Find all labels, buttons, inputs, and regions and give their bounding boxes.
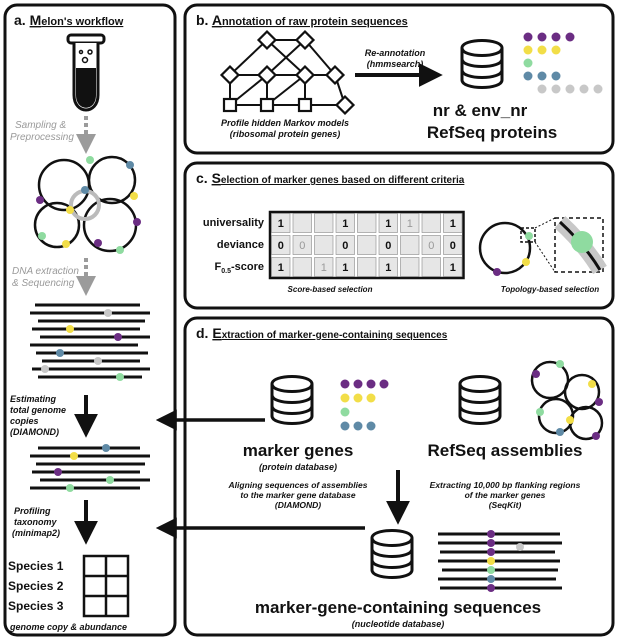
score-value: 0 <box>450 240 456 252</box>
row-universality: universality <box>203 217 265 229</box>
reads-stack-filtered <box>30 444 150 492</box>
score-value: 1 <box>407 218 413 230</box>
score-value: 1 <box>450 262 456 274</box>
panel-b-frame <box>183 3 615 155</box>
score-value: 1 <box>342 218 348 230</box>
score-cell <box>292 235 312 255</box>
panel-d: d. Extraction of marker-gene-containing … <box>183 316 615 637</box>
score-cell <box>335 257 355 277</box>
score-cell <box>271 257 291 277</box>
score-cell <box>335 235 355 255</box>
score-cell <box>421 257 441 277</box>
test-tube-icon <box>66 33 106 112</box>
abundance-table <box>82 554 130 618</box>
topology-icon <box>478 216 607 276</box>
panel-b: b. Annotation of raw protein sequences <box>183 3 615 155</box>
score-value: 0 <box>385 240 391 252</box>
score-cell <box>357 257 377 277</box>
output-label: marker-gene-containing sequences <box>255 598 541 617</box>
score-value: 0 <box>299 240 305 252</box>
sequencing-label: DNA extraction& Sequencing <box>12 266 79 289</box>
score-value: 1 <box>278 218 284 230</box>
topology-caption: Topology-based selection <box>501 285 599 294</box>
score-value: 0 <box>342 240 348 252</box>
marker-dots <box>340 379 389 431</box>
score-cell <box>314 257 334 277</box>
score-cell <box>314 213 334 233</box>
refseq-genomes <box>530 360 604 441</box>
db-label-nr: nr & env_nr <box>433 101 528 120</box>
score-cell <box>357 235 377 255</box>
score-value: 0 <box>428 240 434 252</box>
score-cell <box>314 235 334 255</box>
sampling-label: Sampling &Preprocessing <box>10 120 74 143</box>
score-cell <box>400 235 420 255</box>
abundance-caption: genome copy & abundance <box>9 622 127 632</box>
hmm-network-icon <box>219 29 356 116</box>
score-value: 1 <box>321 262 327 274</box>
row-fscore: F0.5-score <box>215 261 265 275</box>
score-value: 0 <box>278 240 284 252</box>
panel-d-title: d. Extraction of marker-gene-containing … <box>196 325 448 341</box>
row-deviance: deviance <box>217 239 264 251</box>
hmm-caption: Profile hidden Markov models(ribosomal p… <box>221 118 349 139</box>
score-cell <box>292 213 312 233</box>
score-value: 1 <box>385 262 391 274</box>
score-cell <box>421 213 441 233</box>
panel-c-title: c. Selection of marker genes based on di… <box>196 170 465 186</box>
score-value: 1 <box>342 262 348 274</box>
score-cell <box>378 235 398 255</box>
panel-c: c. Selection of marker genes based on di… <box>183 161 615 310</box>
score-caption: Score-based selection <box>288 285 373 294</box>
score-cell <box>271 213 291 233</box>
score-table: 1 1 1 1 1 0 0 0 0 0 0 1 1 1 1 1 <box>268 210 465 280</box>
protein-database-icon <box>460 39 504 89</box>
score-cell <box>400 257 420 277</box>
refseq-db-icon <box>458 375 502 425</box>
score-value: 1 <box>278 262 284 274</box>
score-cell <box>443 213 463 233</box>
panel-a-title: a. Melon's workflow <box>14 12 124 28</box>
marker-genes-sub: (protein database) <box>259 462 337 472</box>
output-db-icon <box>370 529 414 579</box>
score-cell <box>357 213 377 233</box>
panel-b-title: b. Annotation of raw protein sequences <box>196 12 408 28</box>
panel-a: a. Melon's workflow Sampling &Preprocess… <box>3 3 177 637</box>
genome-circles <box>33 155 141 254</box>
refseq-assemblies-label: RefSeq assemblies <box>428 441 583 460</box>
reads-stack <box>30 303 150 381</box>
output-sequences <box>438 530 562 592</box>
protein-dots <box>523 32 603 94</box>
score-cell <box>271 235 291 255</box>
marker-db-icon <box>270 375 314 425</box>
db-label-refseq: RefSeq proteins <box>427 123 557 142</box>
score-cell <box>400 213 420 233</box>
marker-genes-label: marker genes <box>243 441 354 460</box>
output-sub: (nucleotide database) <box>352 619 445 629</box>
score-cell <box>421 235 441 255</box>
score-cell <box>292 257 312 277</box>
score-cell <box>378 213 398 233</box>
score-cell <box>335 213 355 233</box>
score-cell <box>443 235 463 255</box>
reannotation-label: Re-annotation(hmmsearch) <box>365 48 426 69</box>
score-value: 1 <box>385 218 391 230</box>
score-value: 1 <box>450 218 456 230</box>
score-cell <box>378 257 398 277</box>
score-cell <box>443 257 463 277</box>
